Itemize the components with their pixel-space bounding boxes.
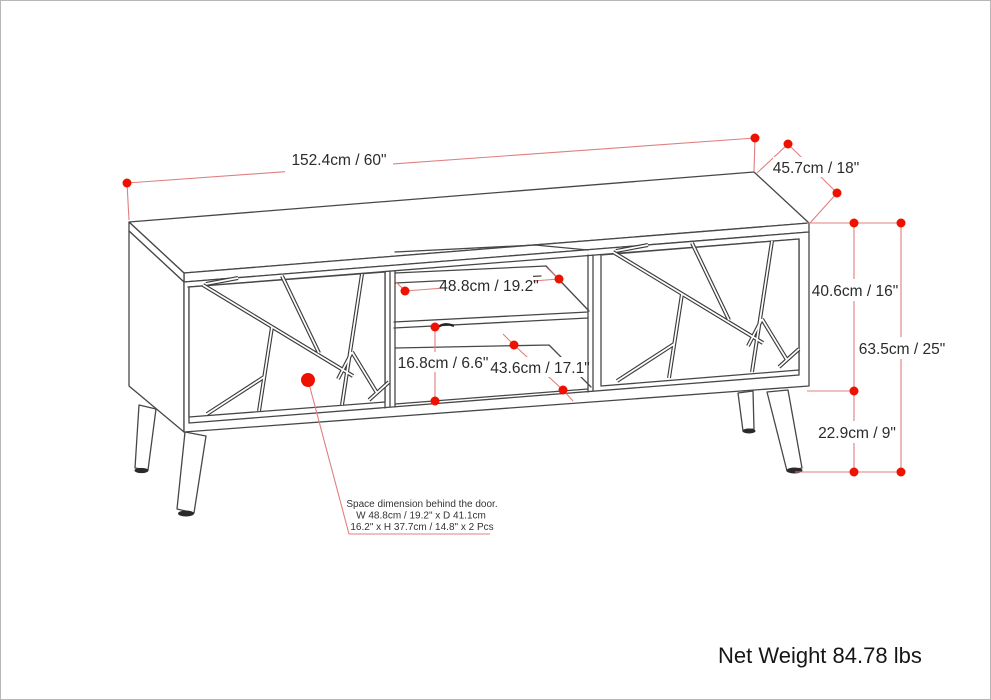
dimension-dot <box>849 386 859 396</box>
leg-foot <box>742 428 756 434</box>
dimension-dot <box>750 133 760 143</box>
dimension-dot <box>832 188 842 198</box>
dimension-dot <box>554 274 564 284</box>
dimension-dot <box>430 322 440 332</box>
left-door <box>188 271 391 418</box>
dim-label-top-width: 152.4cm / 60" <box>291 152 386 169</box>
leg-front-left <box>176 431 207 514</box>
dimension-annotations: 152.4cm / 60" 45.7cm / 18" 40.6cm / 16" … <box>122 133 946 535</box>
dim-top-depth: 45.7cm / 18" <box>756 139 860 224</box>
tv-stand-drawing <box>128 171 810 517</box>
dimension-dot <box>783 139 793 149</box>
dim-label-shelf-width: 48.8cm / 19.2" <box>439 278 538 295</box>
dim-label-shelf-gap: 16.8cm / 6.6" <box>398 355 489 372</box>
leg-back-left <box>134 404 157 471</box>
leg-foot <box>786 467 803 474</box>
dimension-dot <box>849 218 859 228</box>
dimension-dot <box>896 467 906 477</box>
right-door <box>600 238 801 387</box>
door-note-line2: W 48.8cm / 19.2" x D 41.1cm <box>356 511 486 522</box>
dim-label-overall-height: 63.5cm / 25" <box>859 341 946 358</box>
dim-heights: 40.6cm / 16" 63.5cm / 25" 22.9cm / 9" <box>795 218 946 477</box>
dimension-dot <box>301 373 315 387</box>
dimension-dot <box>400 286 410 296</box>
leg-front-right <box>766 389 803 472</box>
dimension-dot <box>896 218 906 228</box>
leg-foot <box>134 467 149 474</box>
dim-label-middle-depth: 43.6cm / 17.1" <box>490 360 589 377</box>
dim-label-leg-height: 22.9cm / 9" <box>818 425 896 442</box>
dim-label-top-depth: 45.7cm / 18" <box>773 160 860 177</box>
dim-top-width: 152.4cm / 60" <box>122 133 760 221</box>
door-note: Space dimension behind the door. W 48.8c… <box>301 373 498 535</box>
door-note-line3: 16.2" x H 37.7cm / 14.8" x 2 Pcs <box>350 522 493 533</box>
legs <box>134 389 803 517</box>
dimension-dot <box>849 467 859 477</box>
dim-label-body-height: 40.6cm / 16" <box>812 283 899 300</box>
leg-back-right <box>737 390 755 432</box>
dim-middle-depth: 43.6cm / 17.1" <box>490 333 590 402</box>
dimension-dot <box>430 396 440 406</box>
dimension-dot <box>122 178 132 188</box>
leg-foot <box>178 510 194 517</box>
door-note-line1: Space dimension behind the door. <box>346 499 497 510</box>
dim-shelf-width: 48.8cm / 19.2" <box>395 267 564 296</box>
net-weight-label: Net Weight 84.78 lbs <box>718 643 922 668</box>
dim-shelf-gap: 16.8cm / 6.6" <box>396 322 490 406</box>
dimension-dot <box>509 340 519 350</box>
dimension-dot <box>558 385 568 395</box>
